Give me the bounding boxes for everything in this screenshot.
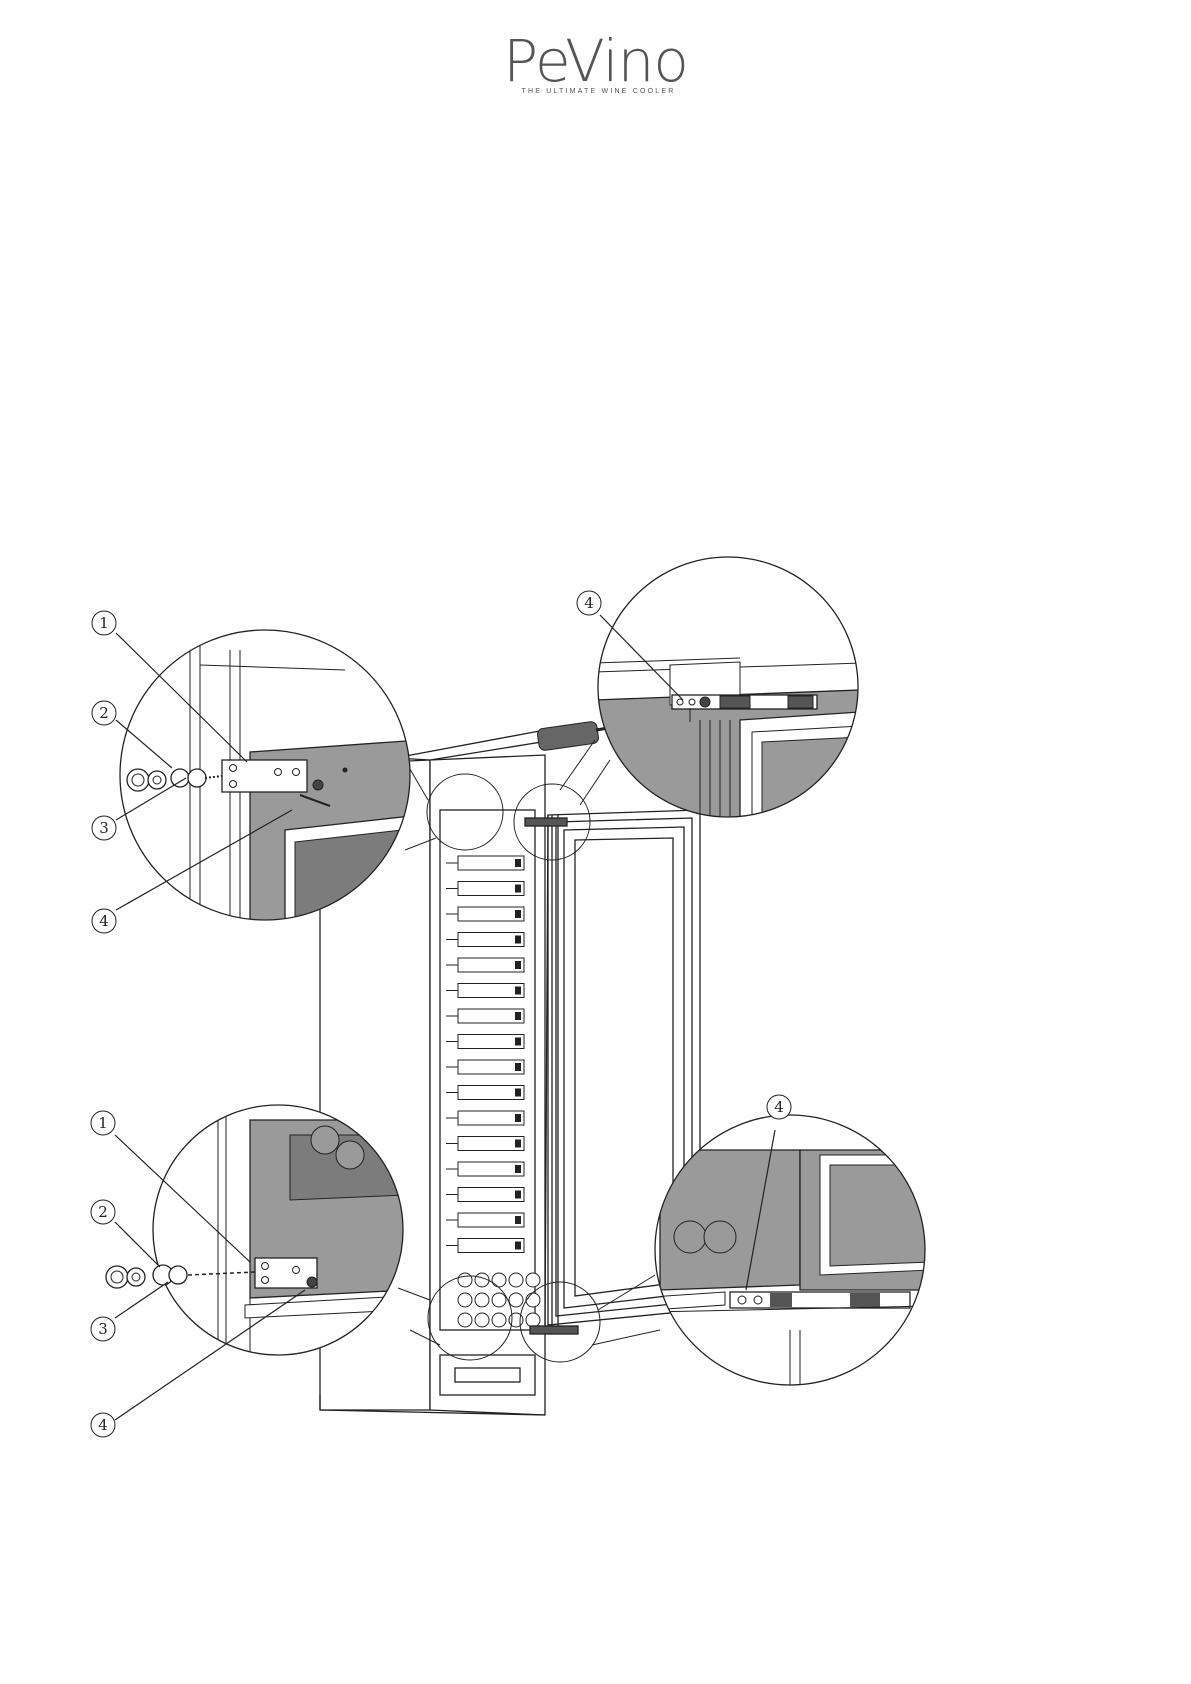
- rack-handle: [515, 1191, 521, 1199]
- rack-shelf: [458, 856, 524, 870]
- rack-handle: [515, 1165, 521, 1173]
- rack-shelf: [458, 1060, 524, 1074]
- rack-handle: [515, 936, 521, 944]
- callout-bl-1: 1: [91, 1111, 115, 1135]
- callout-tl-4: 4: [92, 909, 116, 933]
- svg-text:1: 1: [99, 614, 109, 632]
- rack-shelf: [458, 1188, 524, 1202]
- rack-handle: [515, 885, 521, 893]
- rack-handle: [515, 961, 521, 969]
- callout-tl-2: 2: [92, 701, 116, 725]
- rack-shelf: [458, 1239, 524, 1253]
- rack-handle: [515, 1089, 521, 1097]
- svg-text:1: 1: [98, 1114, 108, 1132]
- rack-shelf: [458, 1009, 524, 1023]
- rack-shelf: [458, 1111, 524, 1125]
- rack-shelf: [458, 1035, 524, 1049]
- detail-top-right-hinge: [595, 555, 860, 820]
- callout-br-4: 4: [767, 1095, 791, 1119]
- callout-tl-3: 3: [92, 816, 116, 840]
- rack-handle: [515, 859, 521, 867]
- rack-handle: [515, 1012, 521, 1020]
- callout-tl-1: 1: [92, 611, 116, 635]
- callout-bl-4: 4: [91, 1413, 115, 1437]
- rack-shelf: [458, 882, 524, 896]
- callout-bl-2: 2: [91, 1200, 115, 1224]
- svg-text:4: 4: [584, 594, 594, 612]
- svg-text:3: 3: [98, 1320, 108, 1338]
- svg-text:4: 4: [99, 912, 109, 930]
- rack-handle: [515, 1038, 521, 1046]
- callout-tr-4: 4: [577, 591, 601, 615]
- rack-handle: [515, 1216, 521, 1224]
- rack-handle: [515, 1140, 521, 1148]
- rack-shelf: [458, 1086, 524, 1100]
- svg-text:4: 4: [774, 1098, 784, 1116]
- rack-shelf: [458, 933, 524, 947]
- svg-text:3: 3: [99, 819, 109, 837]
- rack-handle: [515, 1063, 521, 1071]
- rack-shelf: [458, 984, 524, 998]
- rack-handle: [515, 910, 521, 918]
- rack-handle: [515, 987, 521, 995]
- rack-handle: [515, 1114, 521, 1122]
- bottle-cluster: [458, 1273, 540, 1327]
- callout-bl-3: 3: [91, 1317, 115, 1341]
- rack-shelf: [458, 1213, 524, 1227]
- rack-shelf: [458, 1162, 524, 1176]
- rack-shelf: [458, 907, 524, 921]
- rack-shelf: [458, 958, 524, 972]
- rack-handle: [515, 1242, 521, 1250]
- svg-text:2: 2: [98, 1203, 108, 1221]
- svg-text:2: 2: [99, 704, 109, 722]
- svg-text:4: 4: [98, 1416, 108, 1434]
- rack-shelf: [458, 1137, 524, 1151]
